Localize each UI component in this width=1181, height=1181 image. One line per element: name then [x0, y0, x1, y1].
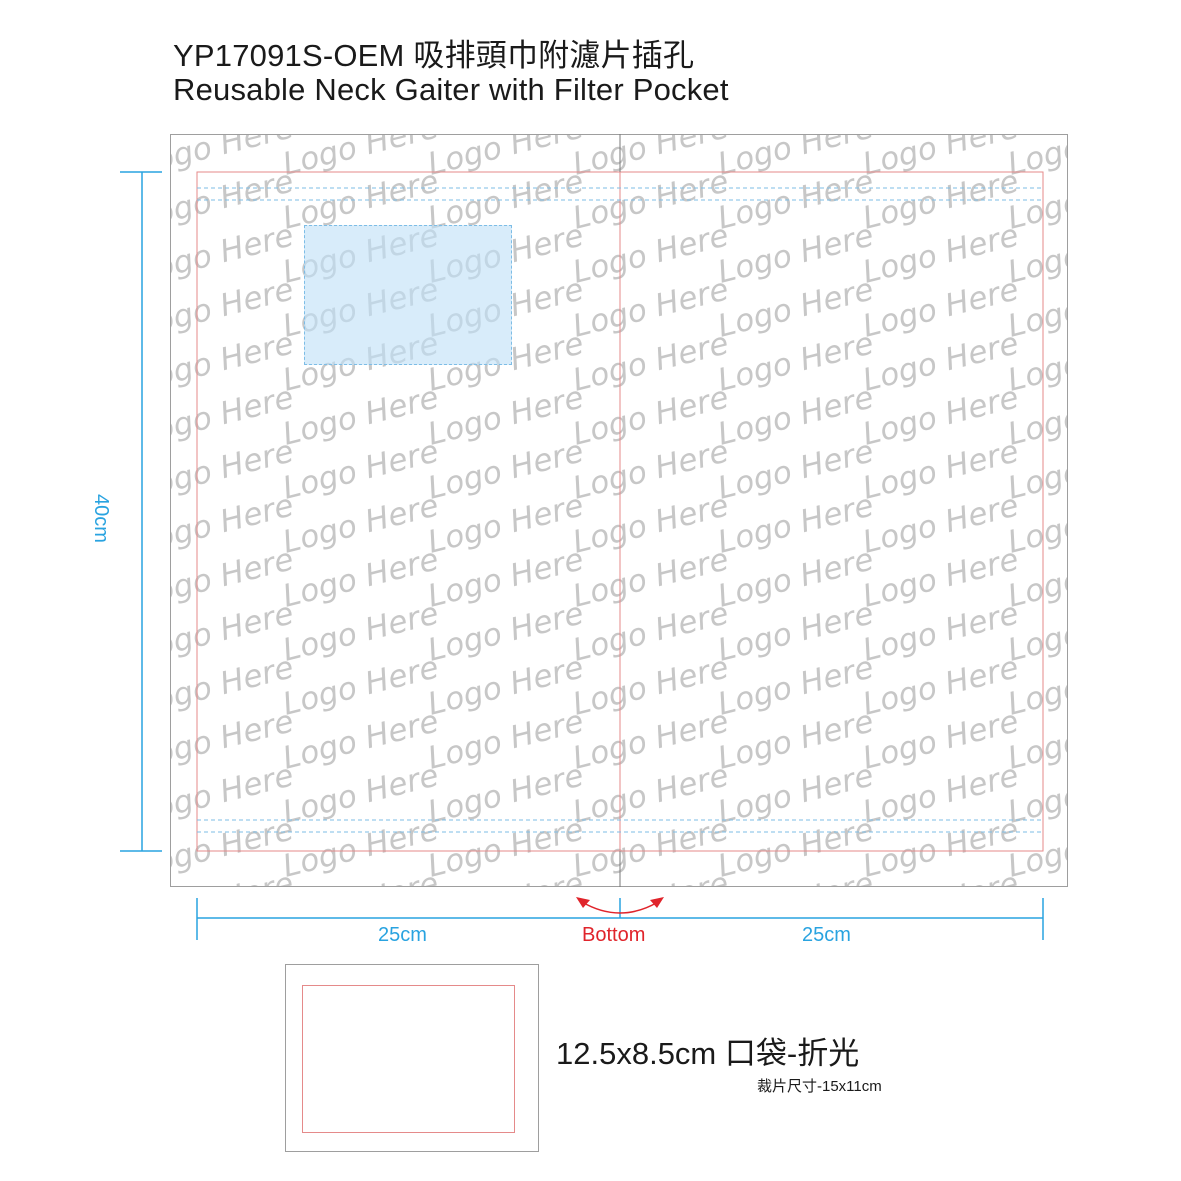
pocket-cut-size-label: 裁片尺寸-15x11cm	[757, 1078, 882, 1095]
product-title-line2: Reusable Neck Gaiter with Filter Pocket	[173, 72, 729, 107]
height-dimension-label: 40cm	[90, 494, 112, 543]
logo-placement-zone	[304, 225, 512, 365]
left-width-label: 25cm	[378, 924, 427, 946]
pocket-size-label: 12.5x8.5cm 口袋-折光	[556, 1036, 860, 1071]
right-width-label: 25cm	[802, 924, 851, 946]
product-title-line1: YP17091S-OEM 吸排頭巾附濾片插孔	[173, 38, 695, 73]
pocket-cut-line	[302, 985, 515, 1133]
fold-arrow-head-left	[576, 897, 590, 908]
fold-arrow-head-right	[650, 897, 664, 908]
pocket-diagram	[285, 964, 539, 1152]
fold-arrow	[581, 901, 659, 914]
bottom-fold-label: Bottom	[582, 924, 646, 946]
